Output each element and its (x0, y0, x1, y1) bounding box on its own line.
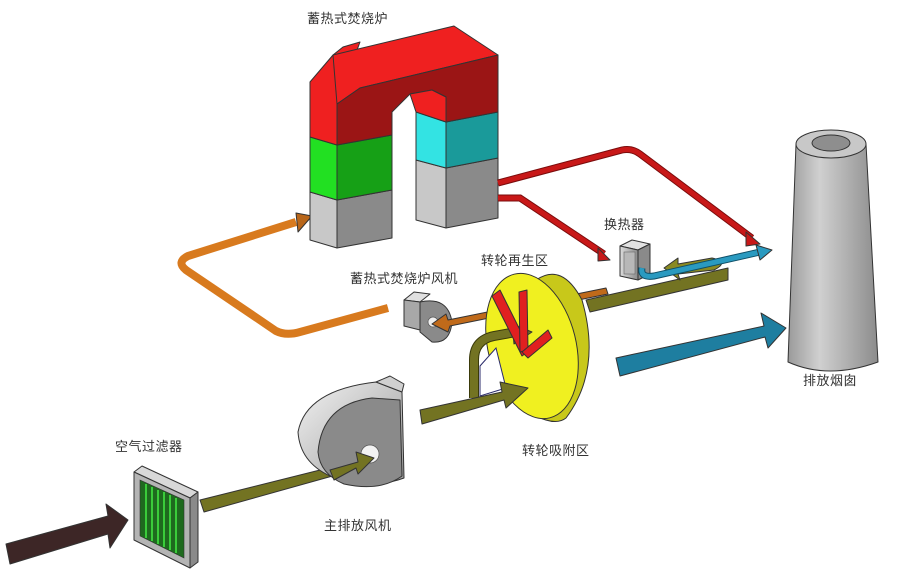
hot-gas-arrow-to-chimney (497, 146, 761, 247)
label-furnace: 蓄热式焚烧炉 (307, 12, 389, 27)
label-furnace-fan: 蓄热式焚烧炉风机 (350, 272, 459, 287)
label-chimney: 排放烟囱 (803, 374, 858, 389)
label-regeneration-zone: 转轮再生区 (481, 254, 549, 269)
label-main-fan: 主排放风机 (324, 519, 392, 534)
label-heat-exchanger: 换热器 (604, 218, 645, 233)
heat-exchanger (619, 239, 651, 281)
inlet-air-arrow (5, 503, 129, 565)
air-filter (133, 465, 199, 569)
label-adsorption-zone: 转轮吸附区 (522, 444, 590, 459)
rto-furnace (309, 25, 499, 249)
regen-air-loop-arrow (177, 212, 390, 338)
regeneration-sector (491, 289, 553, 359)
label-air-filter: 空气过滤器 (115, 440, 183, 455)
clean-air-arrow-small (638, 244, 773, 280)
main-exhaust-fan (297, 375, 405, 488)
hot-gas-arrow-to-heat-exchanger (498, 194, 611, 262)
chimney (787, 129, 879, 372)
clean-air-arrow-large (615, 312, 787, 377)
process-air-bypass (469, 323, 533, 398)
